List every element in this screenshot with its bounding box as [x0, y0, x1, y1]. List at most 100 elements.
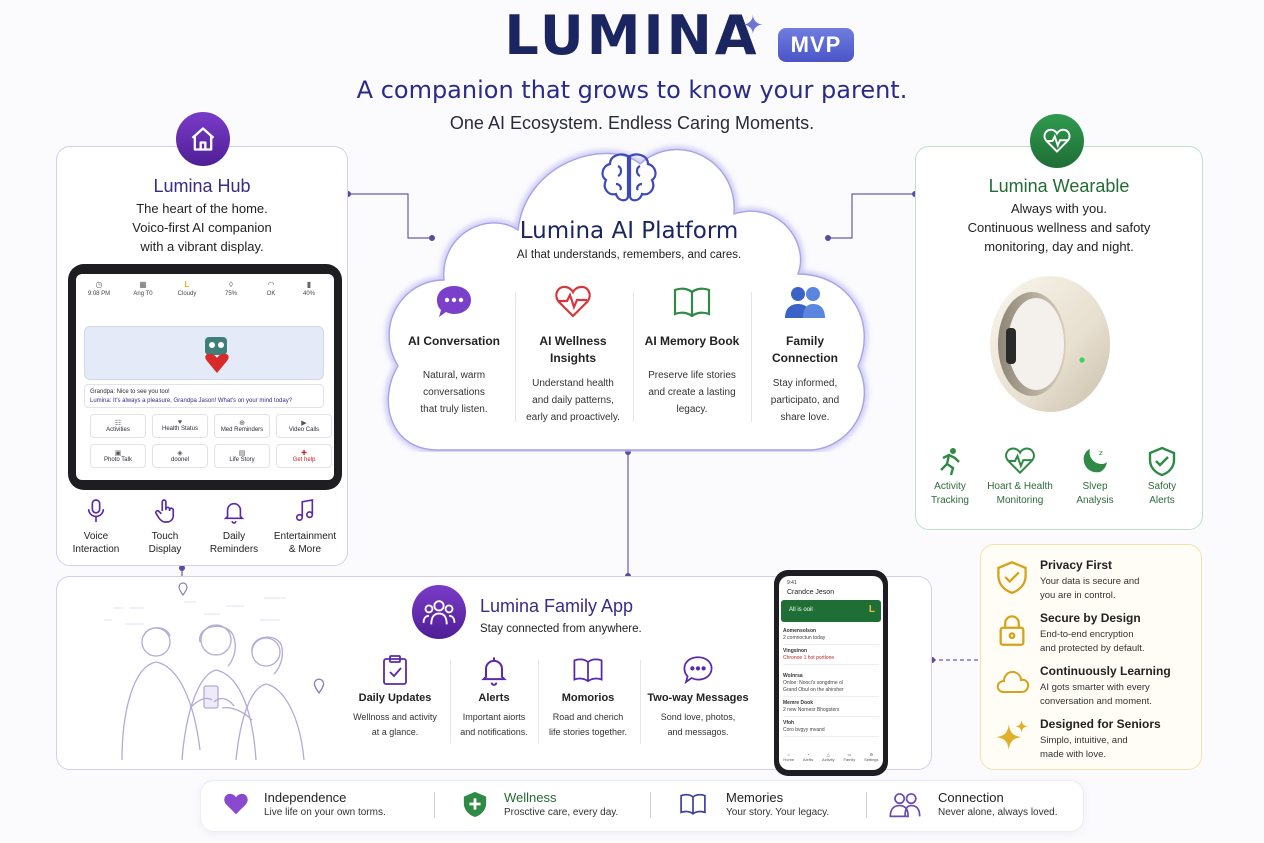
tile-icon: ◈ — [177, 450, 183, 457]
hub-feature-entertainment: Entertainment & More — [270, 498, 340, 556]
privacy-desc: Simplo, intuitive, and made with love. — [1040, 735, 1128, 760]
tablet-button-activities[interactable]: ☷Activities — [90, 414, 146, 438]
family-group-icon — [412, 585, 466, 639]
robot-hero — [84, 326, 324, 380]
feature-label: Voice Interaction — [72, 531, 120, 555]
nav-label: Activity — [821, 757, 835, 762]
platform-title: Lumina AI Platform — [519, 218, 739, 244]
family-feature-memories: Momorios Road and cherich life stories t… — [533, 654, 643, 740]
row-title: Vfoh — [783, 720, 795, 726]
heart-rate-icon — [1005, 447, 1035, 475]
footer-item-independence: Independence Live life on your own torms… — [222, 786, 422, 826]
bell-icon — [223, 502, 245, 524]
row-desc: Coro bvgyy mvand — [783, 727, 825, 733]
family-illustration — [104, 597, 305, 761]
privacy-title: Continuously Learning — [1040, 664, 1171, 678]
phone-screen: 9:41 Crandce Jeson All is ooil L Aomenso… — [779, 576, 883, 770]
feature-label: Safoty Alerts — [1147, 481, 1177, 506]
family-app-subtitle: Stay connected from anywhere. — [480, 623, 642, 635]
status-value: Ang T0 — [133, 291, 153, 297]
tablet-button-lifestory[interactable]: ▤Life Story — [214, 444, 270, 468]
feature-title: Daily Updates — [358, 692, 432, 704]
nav-label: Alerts — [802, 757, 814, 762]
status-value: 75% — [224, 291, 237, 297]
button-label: Life Story — [229, 457, 255, 463]
status-date: ▦Ang T0 — [126, 280, 160, 297]
touch-icon — [155, 499, 175, 523]
heart-pulse-icon — [555, 285, 591, 318]
button-label: doonel — [170, 457, 190, 463]
sparkle-icon: ✦ — [742, 10, 764, 40]
people-icon — [785, 287, 825, 318]
row-desc: Onloe: Nooci's songdrne ol Grand Obul on… — [783, 680, 844, 693]
family-feature-alerts: Alerts Important aiorts and notification… — [439, 654, 549, 740]
tablet-button-health[interactable]: ♥Health Status — [152, 414, 208, 438]
status-humidity: ◊75% — [214, 280, 248, 297]
footer-divider — [866, 792, 867, 818]
nav-home[interactable]: ⌂Home — [783, 752, 795, 762]
divider — [538, 660, 539, 744]
music-icon — [295, 499, 314, 521]
tile-icon: ⊕ — [239, 420, 245, 427]
phone-bottom-nav: ⌂Home ◔Alerts △Activity ▭Family ⚙Setting… — [779, 752, 883, 770]
platform-feature-conversation: AI Conversation Natural, warm conversati… — [395, 282, 513, 418]
book-icon — [680, 793, 706, 815]
footer-item-connection: Connection Never alone, always loved. — [888, 786, 1078, 826]
robot-heart-icon — [205, 337, 229, 373]
lumina-logo: L — [868, 604, 875, 615]
tablet-button-meds[interactable]: ⊕Med Reminders — [214, 414, 270, 438]
book-icon — [573, 658, 603, 683]
ai-platform-cloud — [385, 146, 868, 452]
chat-line: Grandpa: Nice to see you too! — [90, 389, 170, 395]
status-time: ◷9:08 PM — [82, 280, 116, 297]
phone-status-card[interactable]: All is ooil L — [781, 600, 881, 622]
tablet-button-gethelp[interactable]: ✚Get help — [276, 444, 332, 468]
shield-plus-icon — [463, 791, 487, 817]
footer-title: Wellness — [504, 790, 557, 805]
privacy-item: Privacy First Your data is secure and yo… — [996, 558, 1196, 608]
location-pin-icon — [313, 678, 325, 694]
running-icon — [940, 448, 960, 476]
feature-desc: Important aiorts and notifications. — [460, 712, 528, 737]
wifi-icon: ◠ — [267, 280, 275, 289]
phone-time: 9:41 — [787, 580, 797, 586]
feature-label: Slvep Analysis — [1076, 481, 1114, 506]
tablet-button-photo[interactable]: ▣Photo Talk — [90, 444, 146, 468]
row-title: Wolnrsa — [783, 673, 803, 679]
nav-family[interactable]: ▭Family — [843, 752, 856, 762]
footer-desc: Prosctive care, every day. — [504, 807, 619, 818]
heart-icon — [224, 793, 248, 815]
tile-icon: ✚ — [301, 450, 307, 457]
shield-check-icon — [997, 561, 1027, 594]
brand-header: LUMINA — [0, 4, 1264, 67]
family-app-phone: 9:41 Crandce Jeson All is ooil L Aomenso… — [774, 570, 888, 776]
nav-alerts[interactable]: ◔Alerts — [802, 752, 814, 762]
tablet-button-6[interactable]: ◈doonel — [152, 444, 208, 468]
privacy-title: Designed for Seniors — [1040, 717, 1161, 731]
feature-desc: Road and cherich life stories together. — [548, 712, 628, 737]
button-label: Med Reminders — [220, 427, 264, 433]
row-title: Aomensolson — [783, 628, 817, 634]
button-label: Get help — [292, 457, 316, 463]
row-desc: Chronoe 1 hot portlone — [783, 655, 835, 661]
wearable-feature-safety: Safoty Alerts — [1124, 446, 1200, 508]
wearable-desc: Always with you. Continuous wellness and… — [915, 199, 1203, 256]
hub-desc-line: with a vibrant display. — [140, 239, 264, 254]
nav-settings[interactable]: ⚙Settings — [864, 752, 879, 762]
privacy-desc: End-to-end encryption and protected by d… — [1040, 629, 1145, 654]
feature-label: Activity Tracking — [931, 481, 969, 506]
platform-feature-wellness: AI Wellness Insights Understand health a… — [514, 282, 632, 426]
tablet-button-video[interactable]: ▶Video Calls — [276, 414, 332, 438]
tagline: A companion that grows to know your pare… — [356, 76, 908, 104]
nav-activity[interactable]: △Activity — [821, 752, 835, 762]
book-icon — [673, 287, 711, 318]
feature-desc: Natural, warm conversations that truly l… — [420, 370, 488, 415]
battery-icon: ▮ — [306, 280, 312, 289]
feature-title: Two-way Messages — [647, 692, 749, 704]
